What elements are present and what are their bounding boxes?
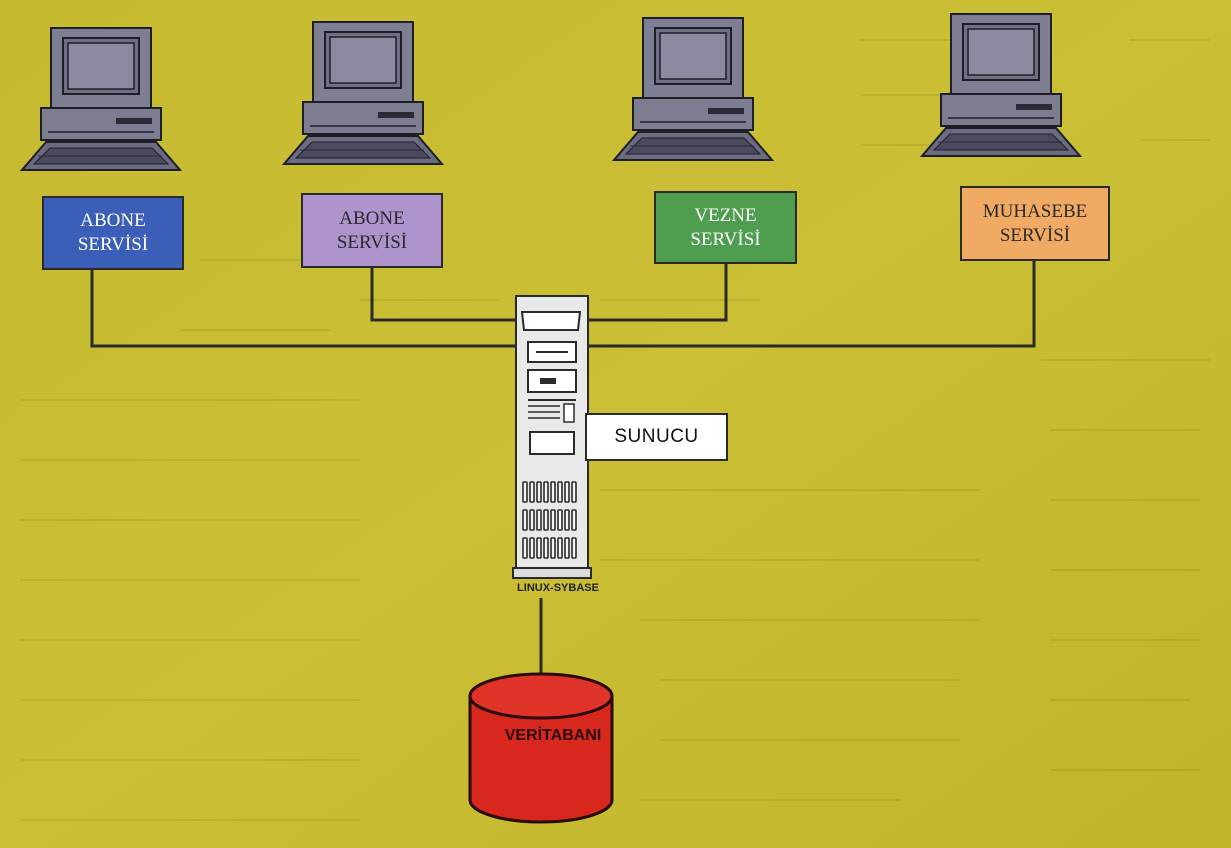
database-label: VERİTABANI [468,727,638,745]
service-label-abone-1: ABONE SERVİSİ [78,209,148,257]
server-caption: LINUX-SYBASE [488,582,628,594]
server-icon [513,296,591,578]
service-label-abone-2: ABONE SERVİSİ [337,207,407,255]
service-box-vezne: VEZNE SERVİSİ [654,191,797,264]
service-label-vezne: VEZNE SERVİSİ [690,204,760,252]
service-box-abone-1: ABONE SERVİSİ [42,196,184,270]
database-icon [470,674,612,822]
service-box-muhasebe: MUHASEBE SERVİSİ [960,186,1110,261]
server-label: SUNUCU [585,413,728,461]
service-label-muhasebe: MUHASEBE SERVİSİ [983,200,1088,248]
service-box-abone-2: ABONE SERVİSİ [301,193,443,268]
